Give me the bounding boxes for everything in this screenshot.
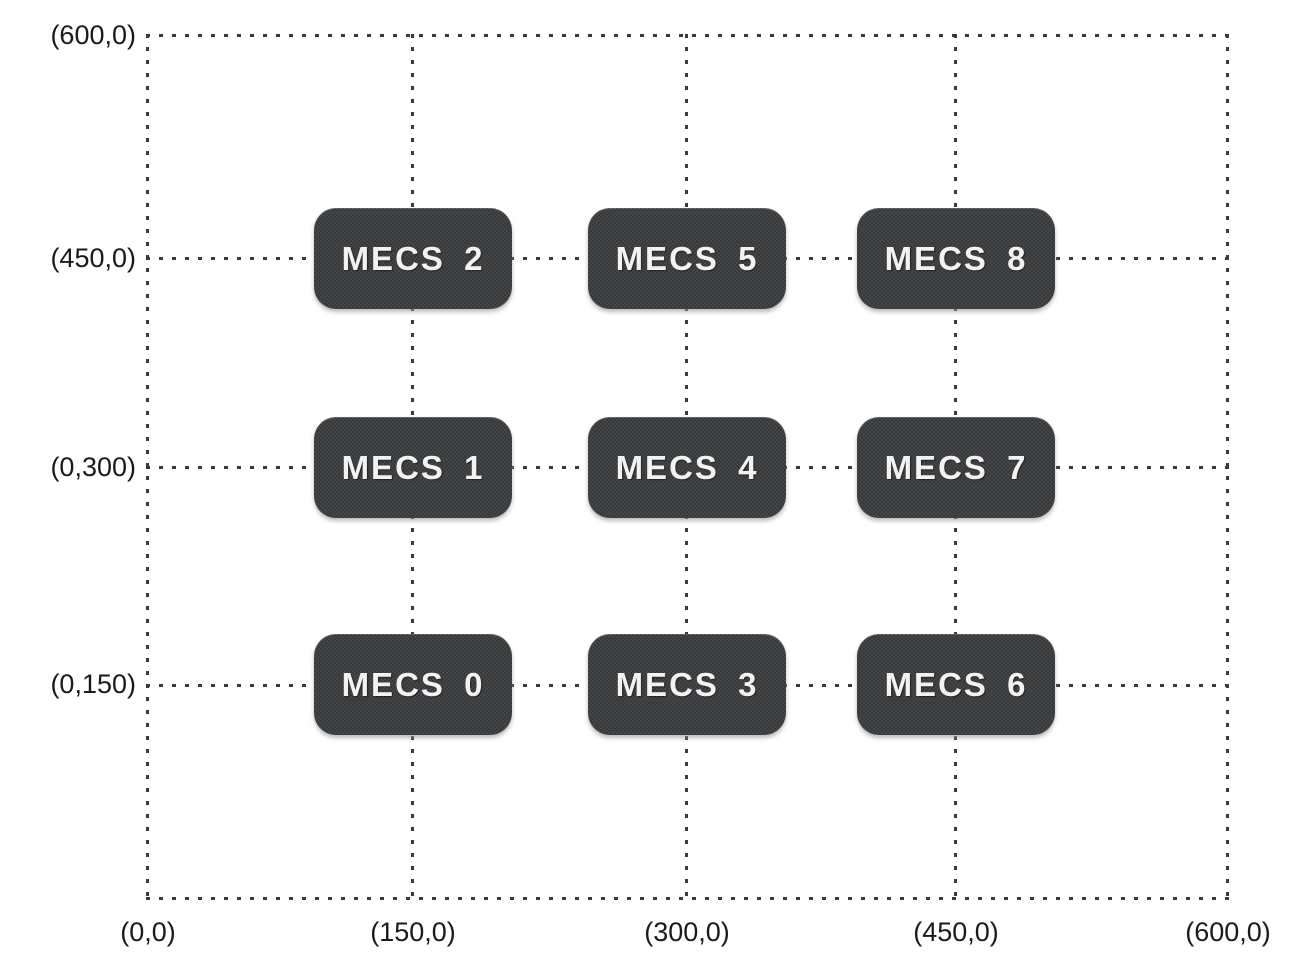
mecs-node-5: MECS 5 [588,208,786,309]
grid-vline-600 [1226,34,1229,900]
y-axis-label-600: (600,0) [50,20,136,50]
grid-vline-0 [146,34,149,900]
mecs-node-3: MECS 3 [588,634,786,735]
mecs-node-6: MECS 6 [857,634,1055,735]
mecs-node-2: MECS 2 [314,208,512,309]
y-axis-label-450: (450,0) [50,243,136,273]
y-axis-label-150: (0,150) [50,669,136,699]
mecs-node-0: MECS 0 [314,634,512,735]
mecs-node-8: MECS 8 [857,208,1055,309]
y-axis-label-300: (0,300) [50,452,136,482]
mecs-node-4: MECS 4 [588,417,786,518]
mecs-node-1: MECS 1 [314,417,512,518]
x-axis-label-300: (300,0) [644,917,730,947]
x-axis-label-150: (150,0) [370,917,456,947]
mecs-node-7: MECS 7 [857,417,1055,518]
x-axis-label-0: (0,0) [120,917,176,947]
x-axis-label-600: (600,0) [1185,917,1271,947]
x-axis-label-450: (450,0) [913,917,999,947]
